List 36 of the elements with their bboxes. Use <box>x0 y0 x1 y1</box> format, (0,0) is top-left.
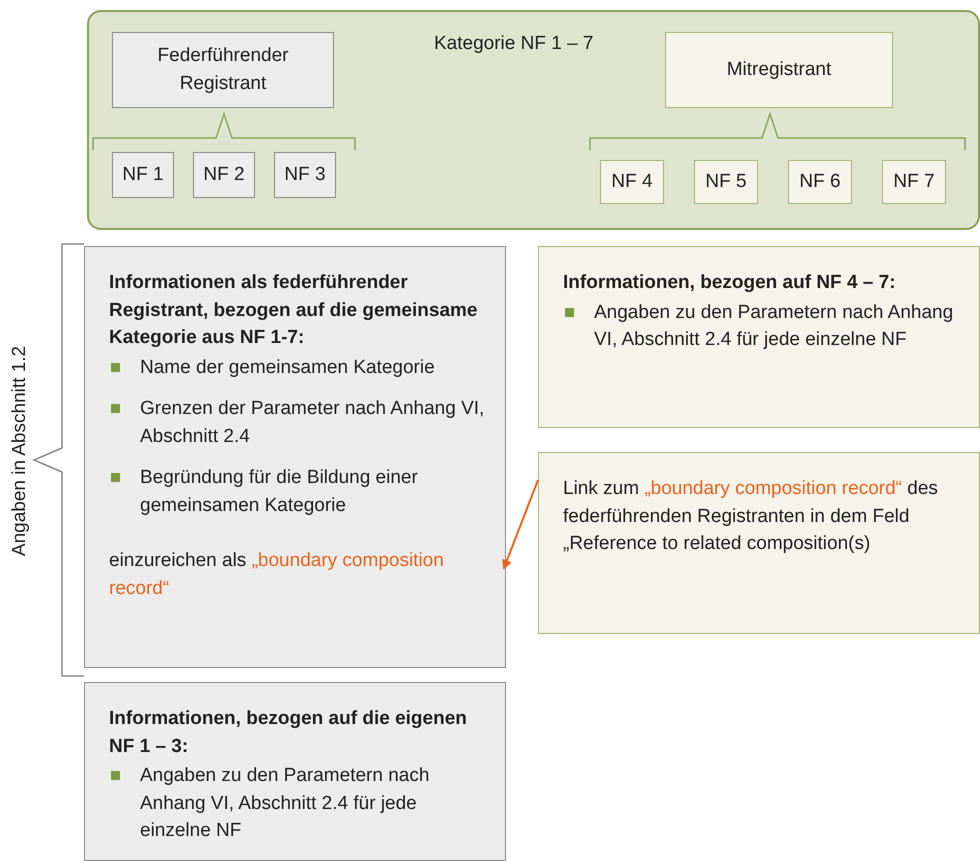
node-label: NF 6 <box>799 170 841 194</box>
node-label: NF 7 <box>893 170 935 194</box>
section-heading: Informationen, bezogen auf die eigenen NF 1 – 3: <box>109 707 468 759</box>
bullet-item: Begründung für die Bildung einer gemeinsamen Kategorie <box>109 464 485 520</box>
role-box <box>112 32 334 108</box>
bullet-item: Grenzen der Parameter nach Anhang VI, Abschnitt 2.4 <box>109 395 485 450</box>
node-label: NF 2 <box>203 163 245 188</box>
nf-box <box>788 160 852 204</box>
bullet-item: Angaben zu den Parametern nach Anhang VI, Abschnitt 2.4 für jede einzelne NF <box>563 298 961 354</box>
node-label: NF 5 <box>705 170 747 194</box>
node-label: Federführender Registrant <box>156 44 290 96</box>
section-heading: Informationen als federführender Registrant, bezogen auf die gemeinsame Kategorie aus NF 1-7: <box>109 271 478 350</box>
nf-box <box>694 160 758 204</box>
category-panel <box>87 10 980 230</box>
info-box <box>538 246 980 428</box>
arrow <box>502 480 539 570</box>
nf-box <box>112 152 174 198</box>
section-heading: Informationen, bezogen auf NF 4 – 7: <box>563 271 897 295</box>
info-box <box>84 246 506 668</box>
nf-box <box>600 160 664 204</box>
node-label: NF 1 <box>122 163 164 188</box>
group-title: Kategorie NF 1 – 7 <box>434 32 594 56</box>
nf-box <box>193 152 255 198</box>
side-label: Angaben in Abschnitt 1.2 <box>9 344 31 558</box>
info-box <box>84 682 506 861</box>
nf-box <box>274 152 336 198</box>
bullet-item: Name der gemeinsamen Kategorie <box>109 354 485 382</box>
node-label: NF 3 <box>284 163 326 188</box>
role-box <box>665 32 893 108</box>
nf-box <box>882 160 946 204</box>
bullet-item: Angaben zu den Parametern nach Anhang VI, Abschnitt 2.4 für jede einzelne NF <box>109 762 485 845</box>
node-label: NF 4 <box>611 170 653 194</box>
body-text: Link zum „boundary composition record“ des federführenden Registranten in dem Feld „Reference to related composition(s) <box>563 477 939 556</box>
info-box <box>538 452 980 634</box>
body-text: einzureichen als „boundary composition record“ <box>109 549 445 601</box>
node-label: Mitregistrant <box>726 58 832 82</box>
